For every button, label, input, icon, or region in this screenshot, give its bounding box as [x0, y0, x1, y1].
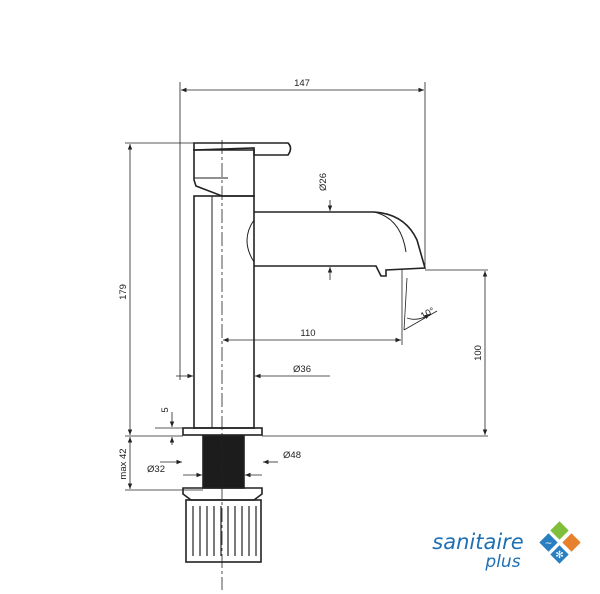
- threaded-shank: [202, 435, 245, 489]
- sanitaire-plus-logo: sanitaire plus ~ ✻: [432, 521, 581, 572]
- dim-overall-width: 147: [294, 78, 310, 89]
- svg-text:✻: ✻: [555, 550, 563, 561]
- dim-base-diameter: Ø48: [283, 450, 301, 461]
- dimension-lines: [127, 87, 488, 489]
- body-column: [193, 195, 255, 429]
- dim-height: 179: [118, 284, 129, 300]
- logo-text-sanitaire: sanitaire: [432, 530, 523, 554]
- dim-washer-thickness: 5: [160, 407, 171, 412]
- mounting-nut: [185, 499, 262, 563]
- faucet-outline: [182, 142, 427, 563]
- logo-text-plus: plus: [484, 552, 520, 572]
- dim-spout-diameter: Ø26: [318, 173, 329, 191]
- handle-cap: [193, 149, 255, 197]
- extension-lines: [125, 82, 488, 491]
- dim-reach: 110: [300, 328, 315, 339]
- dim-spout-height: 100: [473, 345, 484, 361]
- logo-diamond-icon: ~ ✻: [539, 521, 581, 564]
- lever-handle: [193, 142, 292, 156]
- dim-max-thickness: max 42: [118, 448, 129, 479]
- dim-shank-diameter: Ø32: [147, 464, 165, 475]
- base-washer: [182, 427, 263, 436]
- dim-body-diameter: Ø36: [293, 364, 311, 375]
- svg-text:~: ~: [545, 539, 553, 549]
- spout: [254, 211, 427, 277]
